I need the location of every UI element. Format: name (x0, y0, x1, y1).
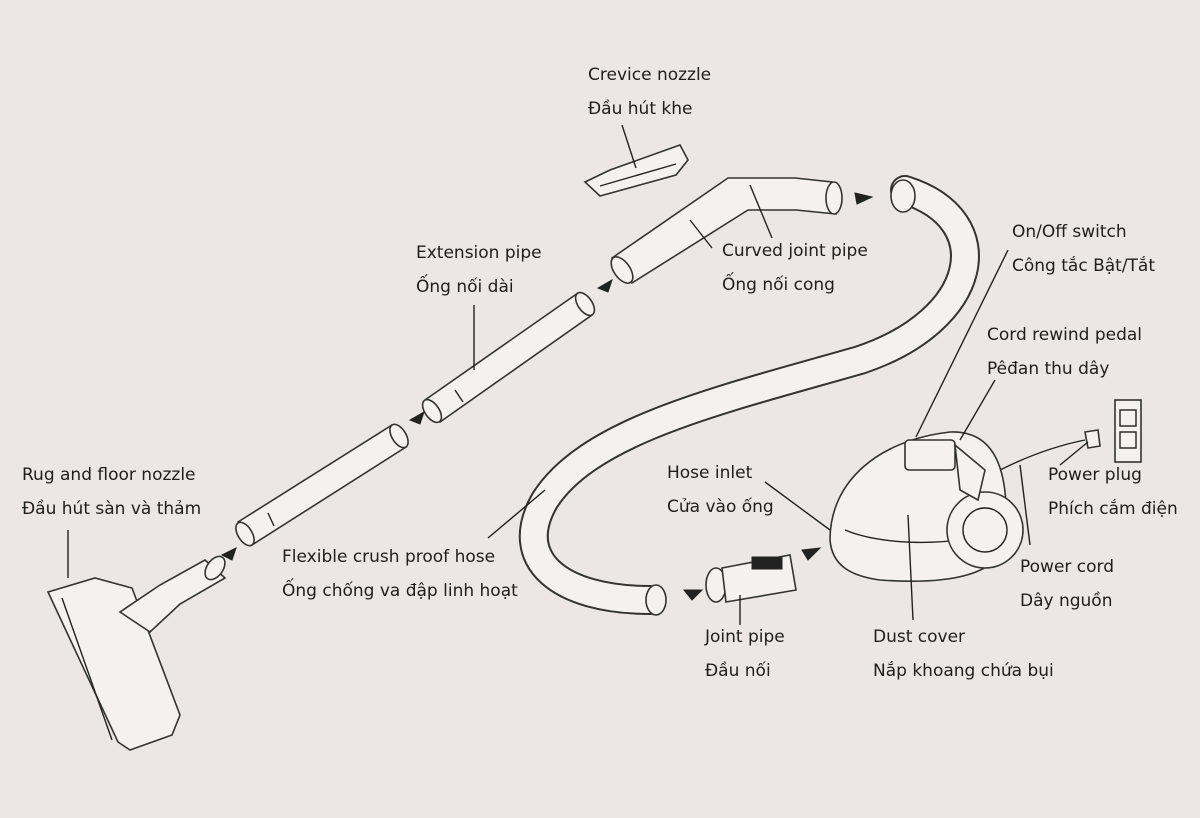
crevice-nozzle-label-vi: Đầu hút khe (588, 99, 693, 119)
power-cord-label-vi: Dây nguồn (1020, 591, 1113, 611)
power-cord-label: Power cord Dây nguồn (1020, 550, 1114, 618)
power-plug-label-en: Power plug (1048, 465, 1142, 485)
power-plug-drawing (1084, 399, 1142, 463)
power-cord-label-en: Power cord (1020, 557, 1115, 577)
curved-joint-pipe-drawing (610, 177, 843, 285)
leader-hose-inlet (764, 481, 831, 531)
vacuum-body-drawing (829, 431, 1086, 583)
cord-rewind-pedal-label-vi: Pêđan thu dây (987, 359, 1110, 379)
extension-pipe-label-en: Extension pipe (416, 243, 542, 263)
flexible-hose-drawing (518, 175, 980, 616)
joint-pipe-label-vi: Đầu nối (705, 661, 771, 681)
leader-crevice-nozzle (621, 124, 637, 169)
crevice-nozzle-drawing (583, 144, 689, 197)
connection-arrows (220, 192, 874, 601)
extension-pipe-label-vi: Ống nối dài (416, 277, 514, 297)
arrow-joint-to-body (801, 547, 822, 561)
onoff-switch-label-en: On/Off switch (1012, 222, 1127, 242)
flexible-hose-label: Flexible crush proof hose Ống chống va đ… (282, 540, 518, 608)
cord-rewind-pedal-label-en: Cord rewind pedal (987, 325, 1143, 345)
joint-pipe-label-en: Joint pipe (705, 627, 785, 647)
rug-floor-nozzle-label: Rug and floor nozzle Đầu hút sàn và thảm (22, 458, 201, 526)
leader-power-plug (1059, 441, 1089, 466)
extension-pipe-label: Extension pipe Ống nối dài (416, 236, 542, 304)
onoff-switch-label: On/Off switch Công tắc Bật/Tắt (1012, 215, 1155, 283)
power-plug-label-vi: Phích cắm điện (1048, 499, 1178, 519)
crevice-nozzle-label: Crevice nozzle Đầu hút khe (588, 58, 711, 126)
rug-floor-nozzle-label-en: Rug and floor nozzle (22, 465, 196, 485)
leader-power-cord (1019, 464, 1031, 546)
arrow-pipe-to-pipe (408, 410, 425, 425)
leader-curved-joint-pipe (749, 184, 773, 239)
floor-nozzle-drawing (46, 555, 227, 751)
flexible-hose-label-en: Flexible crush proof hose (282, 547, 496, 567)
curved-joint-pipe-label-vi: Ống nối cong (722, 275, 835, 295)
arrow-curved-to-hose (854, 192, 874, 205)
arrow-nozzle-to-pipe (220, 547, 237, 561)
joint-pipe-label: Joint pipe Đầu nối (705, 620, 785, 688)
leader-lines (67, 124, 1089, 625)
curved-joint-pipe-label: Curved joint pipe Ống nối cong (722, 234, 868, 302)
upper-extension-pipe-drawing (421, 291, 596, 424)
hose-inlet-label: Hose inlet Cửa vào ống (667, 456, 774, 524)
leader-dust-cover (907, 514, 914, 621)
cord-rewind-pedal-label: Cord rewind pedal Pêđan thu dây (987, 318, 1142, 386)
dust-cover-label: Dust cover Nắp khoang chứa bụi (873, 620, 1054, 688)
leader-flexible-hose (487, 489, 546, 539)
rug-floor-nozzle-label-vi: Đầu hút sàn và thảm (22, 499, 202, 519)
arrow-pipe-to-curved (596, 278, 613, 293)
arrow-hose-to-joint (682, 589, 704, 601)
crevice-nozzle-label-en: Crevice nozzle (588, 65, 712, 85)
joint-pipe-drawing (705, 554, 797, 603)
power-plug-label: Power plug Phích cắm điện (1048, 458, 1178, 526)
flexible-hose-label-vi: Ống chống va đập linh hoạt (282, 581, 518, 601)
hose-inlet-label-vi: Cửa vào ống (667, 497, 774, 517)
curved-joint-pipe-label-en: Curved joint pipe (722, 241, 868, 261)
dust-cover-label-vi: Nắp khoang chứa bụi (873, 661, 1054, 681)
hose-inlet-label-en: Hose inlet (667, 463, 753, 483)
leader-cord-rewind-pedal (959, 379, 996, 441)
lower-extension-pipe-drawing (235, 423, 409, 547)
onoff-switch-label-vi: Công tắc Bật/Tắt (1012, 256, 1156, 276)
leader-onoff-switch (915, 249, 1009, 438)
dust-cover-label-en: Dust cover (873, 627, 966, 647)
